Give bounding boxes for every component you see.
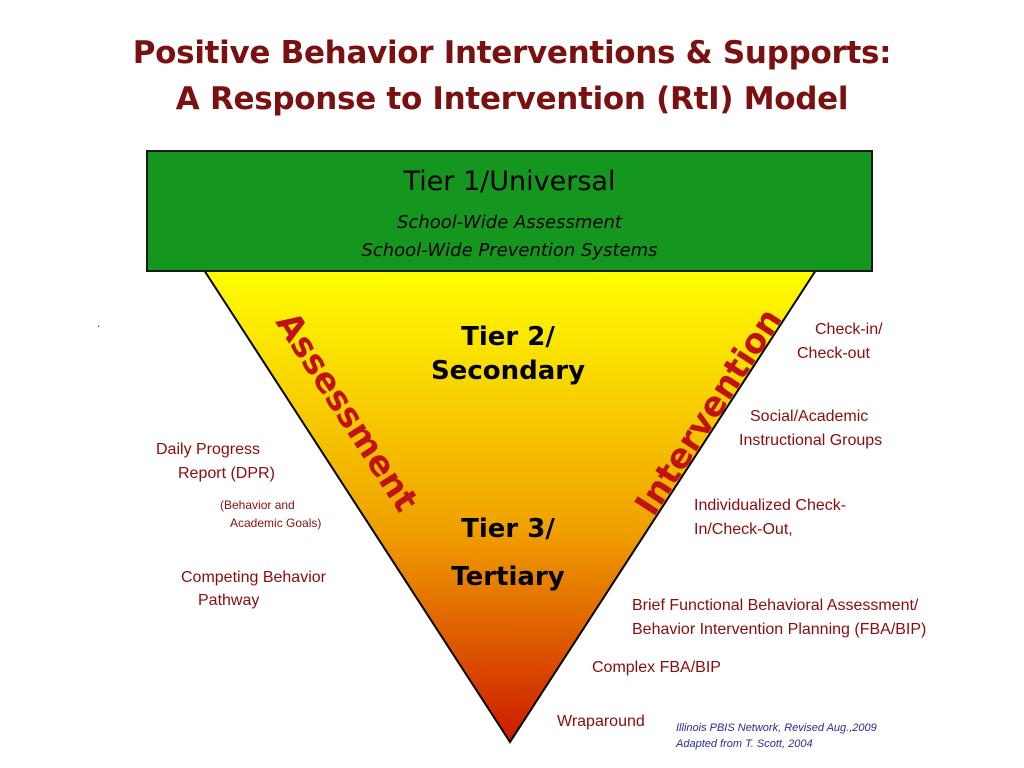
social-academic-line-1: Social/Academic [750, 408, 869, 425]
title-line-1: Positive Behavior Interventions & Suppor… [132, 35, 892, 71]
individualized-line-1: Individualized Check- [694, 497, 847, 514]
title-line-2: A Response to Intervention (RtI) Model [175, 81, 849, 117]
fba-line-1: Brief Functional Behavioral Assessment/ [632, 597, 919, 614]
complex-fba-bip: Complex FBA/BIP [592, 659, 721, 676]
tier2-line-2: Secondary [430, 356, 586, 386]
wraparound: Wraparound [557, 713, 645, 730]
stray-dot: . [97, 316, 101, 330]
dpr-note-line-2: Academic Goals) [230, 516, 322, 530]
dpr-line-2: Report (DPR) [178, 465, 275, 482]
individualized-line-2: In/Check-Out, [694, 521, 793, 538]
social-academic-line-2: Instructional Groups [739, 432, 883, 449]
tier3-line-2: Tertiary [451, 562, 565, 592]
tier3-line-1: Tier 3/ [461, 514, 555, 544]
tier1-line-2: School-Wide Prevention Systems [361, 240, 658, 261]
credit-line-2: Adapted from T. Scott, 2004 [676, 738, 813, 750]
tier2-line-1: Tier 2/ [461, 322, 555, 352]
tier1-line-1: School-Wide Assessment [397, 212, 622, 233]
tier3-label: Tier 3/ Tertiary [408, 505, 608, 601]
cbp-line-2: Pathway [198, 592, 260, 609]
fba-line-2: Behavior Intervention Planning (FBA/BIP) [632, 621, 927, 638]
slide-title: Positive Behavior Interventions & Suppor… [0, 30, 1024, 122]
dpr-note-line-1: (Behavior and [220, 498, 295, 512]
credit-line-1: Illinois PBIS Network, Revised Aug.,2009 [676, 722, 877, 734]
dpr-line-1: Daily Progress [156, 441, 261, 458]
source-credit: Illinois PBIS Network, Revised Aug.,2009… [676, 720, 877, 752]
tier1-title: Tier 1/Universal [403, 166, 616, 197]
cbp-line-1: Competing Behavior [181, 569, 326, 586]
cico-line-2: Check-out [797, 345, 870, 362]
cico-line-1: Check-in/ [815, 321, 883, 338]
tier2-label: Tier 2/ Secondary [408, 320, 608, 388]
tier1-universal-box: Tier 1/Universal School-Wide Assessment … [146, 150, 873, 272]
